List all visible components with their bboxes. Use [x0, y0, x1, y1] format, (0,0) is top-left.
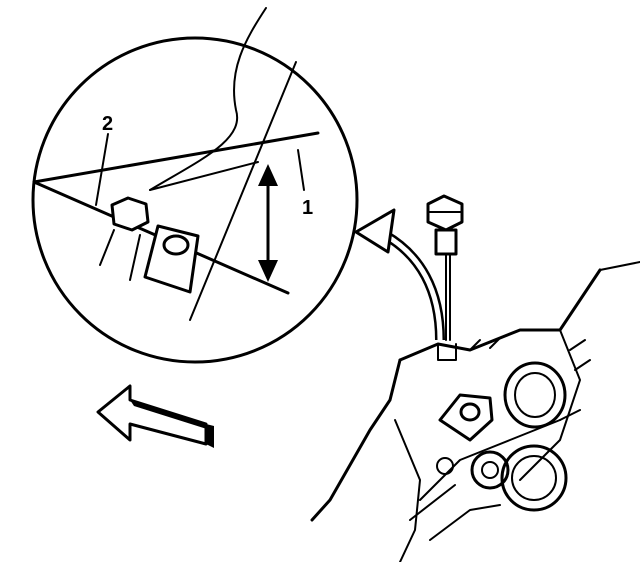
curved-arrow-icon: [354, 208, 445, 341]
bracket-tab: [143, 224, 200, 294]
housing-bracket: [438, 393, 494, 442]
callout-1-leader: [297, 149, 305, 191]
bolt-shank-line-2: [129, 234, 141, 281]
callout-1-label: 1: [302, 197, 313, 219]
housing-boss: [470, 450, 510, 490]
surface-line-upper: [32, 131, 320, 184]
callout-2-label: 2: [102, 113, 113, 135]
upper-bore: [503, 361, 567, 429]
bracket-hole: [162, 234, 190, 256]
bolt-shank-line: [99, 229, 115, 266]
lower-bore: [500, 444, 568, 512]
direction-arrow-icon: [96, 384, 214, 448]
hex-bolt-head: [110, 196, 150, 232]
casting-edge: [189, 61, 297, 321]
callout-2-leader: [95, 133, 109, 206]
dimension-arrow-icon: [258, 164, 278, 282]
feature-line: [149, 161, 259, 191]
transmission-housing: [310, 261, 640, 563]
bolt-icon: [426, 194, 464, 341]
detail-circle: 1 2: [31, 7, 359, 364]
casting-contour: [149, 7, 267, 191]
